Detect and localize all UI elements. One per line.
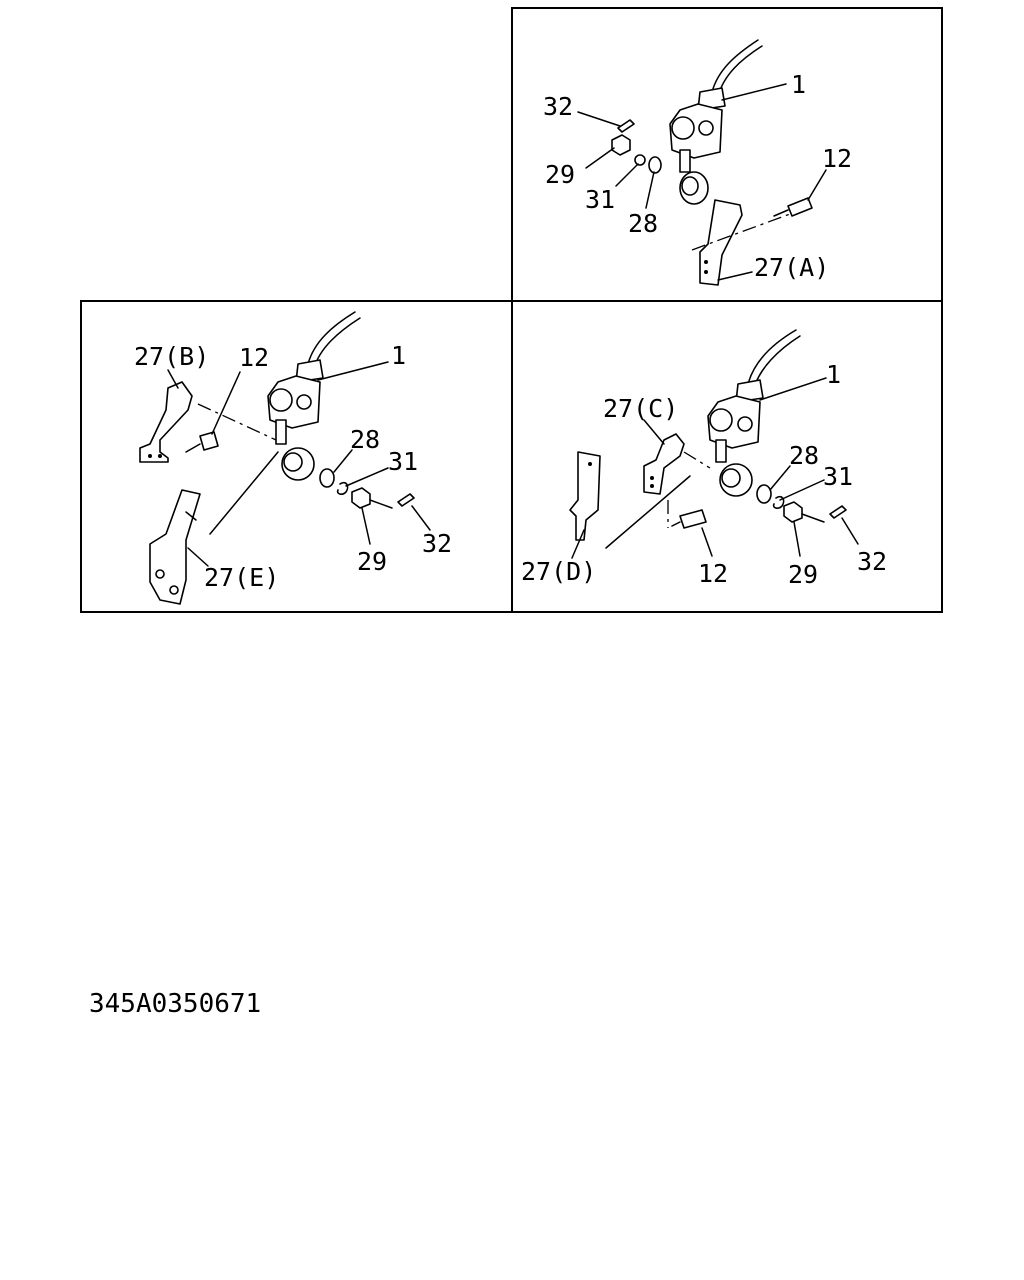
label-p2-12: 12: [239, 343, 269, 372]
label-p3-28: 28: [789, 441, 819, 470]
panel-top-right: [511, 7, 943, 302]
label-p3-1: 1: [826, 360, 841, 389]
label-p2-31: 31: [388, 447, 418, 476]
label-p3-31: 31: [823, 462, 853, 491]
panel-bottom-right: [511, 300, 943, 613]
label-p1-27a: 27(A): [754, 253, 829, 282]
panel-2-parts: [139, 311, 431, 605]
label-p1-29: 29: [545, 160, 575, 189]
label-p3-27c: 27(C): [603, 394, 678, 423]
label-p1-32: 32: [543, 92, 573, 121]
label-p3-12: 12: [698, 559, 728, 588]
label-p2-27b: 27(B): [134, 342, 209, 371]
panel-1-parts: [577, 39, 827, 286]
label-p3-29: 29: [788, 560, 818, 589]
label-p3-32: 32: [857, 547, 887, 576]
label-p2-1: 1: [391, 341, 406, 370]
drawing-code: 345A0350671: [89, 989, 261, 1019]
label-p2-32: 32: [422, 529, 452, 558]
label-p1-31: 31: [585, 185, 615, 214]
label-p1-1: 1: [791, 70, 806, 99]
label-p1-28: 28: [628, 209, 658, 238]
label-p2-29: 29: [357, 547, 387, 576]
label-p3-27d: 27(D): [521, 557, 596, 586]
label-p2-27e: 27(E): [204, 563, 279, 592]
label-p1-12: 12: [822, 144, 852, 173]
label-p2-28: 28: [350, 425, 380, 454]
panel-3-parts: [569, 329, 859, 559]
